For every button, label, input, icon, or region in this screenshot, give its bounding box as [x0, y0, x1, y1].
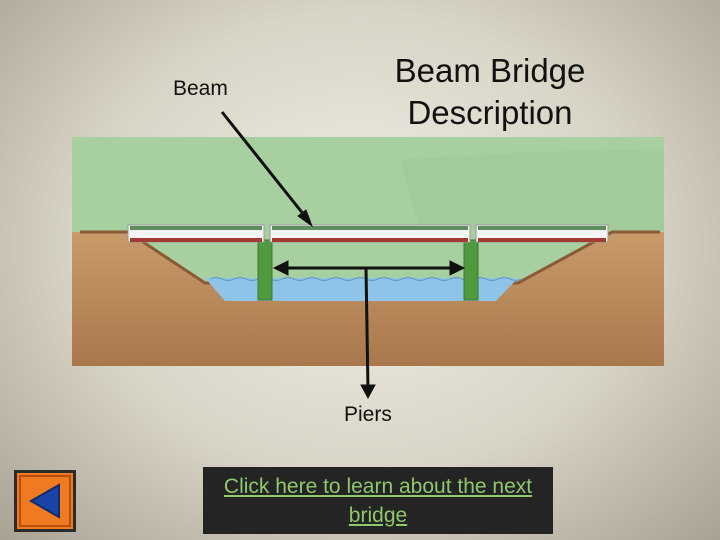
beam-pointer-arrow [220, 111, 314, 228]
next-bridge-link[interactable]: Click here to learn about the next bridg… [223, 474, 533, 527]
back-arrow-icon [28, 483, 60, 519]
piers-label: Piers [344, 403, 392, 426]
hill-shade [400, 150, 664, 230]
piers-pointer-arrow [272, 260, 466, 400]
page-title: Beam Bridge Description [394, 52, 586, 131]
bridge-beam [127, 224, 609, 243]
beam-label: Beam [173, 77, 228, 100]
pier-right [463, 239, 479, 301]
pier-left [257, 239, 273, 301]
river-water [205, 278, 518, 301]
next-bridge-link-box: Click here to learn about the next bridg… [203, 467, 553, 534]
back-button[interactable] [14, 470, 76, 532]
